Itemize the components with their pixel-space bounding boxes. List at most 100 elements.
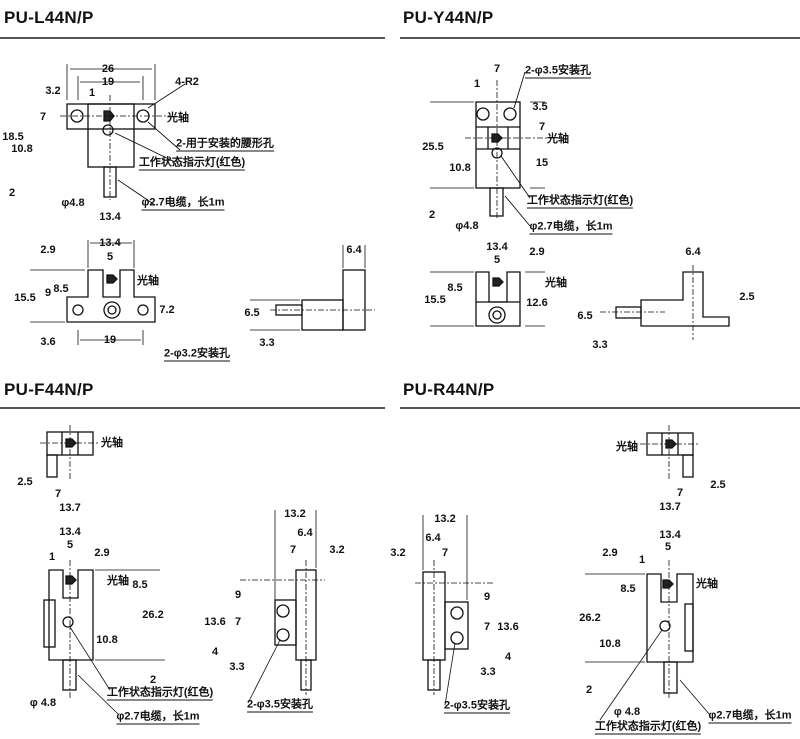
dimension-label: 8.5 [132, 579, 148, 591]
dimension-label: 5 [664, 541, 672, 553]
dimension-label: 13.6 [497, 621, 519, 633]
dimension-label: 7 [54, 488, 62, 500]
dimension-label: 8.5 [620, 583, 636, 595]
dimension-label: 3.5 [532, 101, 548, 113]
y44-bottom-view [430, 271, 545, 327]
callout-label: φ2.7电缆，长1m [141, 194, 225, 211]
dimension-label: 13.4 [99, 211, 121, 223]
dimension-label: 3.6 [40, 336, 56, 348]
dimension-label: 2.5 [710, 479, 726, 491]
callout-label: 工作状态指示灯(红色) [106, 684, 214, 701]
callout-label: 2-φ3.5安装孔 [444, 697, 510, 714]
callout-label: 工作状态指示灯(红色) [526, 192, 634, 209]
callout-label: 工作状态指示灯(红色) [138, 154, 246, 171]
f44-front-view [43, 560, 165, 715]
dimension-label: 3.3 [259, 337, 275, 349]
dimension-label: 10.8 [11, 143, 33, 155]
dimension-label: 13.4 [486, 241, 508, 253]
optical-axis-label: 光轴 [137, 275, 159, 287]
f44-side-view [240, 510, 325, 704]
callout-label: φ2.7电缆，长1m [116, 708, 200, 725]
dimension-label: 3.2 [329, 544, 345, 556]
dimension-label: 7 [493, 63, 501, 75]
dimension-label: 1 [473, 78, 481, 90]
callout-label: 2-φ3.5安装孔 [525, 62, 591, 79]
dimension-label: 2.9 [529, 246, 545, 258]
dimension-label: 2 [428, 209, 436, 221]
dimension-label: φ 4.8 [613, 706, 641, 718]
section-title-pu-l44: PU-L44N/P [4, 8, 94, 27]
dimension-label: 10.8 [96, 634, 118, 646]
dimension-label: φ4.8 [455, 220, 479, 232]
callout-label: 2-用于安装的腰形孔 [176, 135, 274, 152]
callout-label: φ2.7电缆，长1m [708, 707, 792, 724]
dimension-label: 19 [101, 76, 115, 88]
optical-axis-label: 光轴 [101, 437, 123, 449]
dimension-label: 9 [44, 287, 52, 299]
section-divider [0, 407, 385, 409]
l44-side-view [250, 245, 375, 331]
dimension-label: 6.4 [425, 532, 441, 544]
dimension-label: 2.5 [17, 476, 33, 488]
optical-axis-label: 光轴 [616, 441, 638, 453]
f44-top-view [40, 425, 100, 480]
section-title-pu-r44: PU-R44N/P [403, 380, 495, 399]
dimension-label: 2.9 [602, 547, 618, 559]
dimension-label: 15 [535, 157, 549, 169]
dimension-label: 9 [483, 591, 491, 603]
dimension-label: 15.5 [14, 292, 36, 304]
y44-side-view [600, 265, 730, 340]
dimension-label: 10.8 [599, 638, 621, 650]
dimension-label: φ 4.8 [29, 697, 57, 709]
l44-front-view [60, 64, 186, 206]
dimension-label: 3.2 [390, 547, 406, 559]
dimension-label: 2.5 [739, 291, 755, 303]
callout-label: 2-φ3.5安装孔 [247, 696, 313, 713]
dimension-label: 13.4 [659, 529, 681, 541]
dimension-label: 13.7 [659, 501, 681, 513]
dimension-label: 7.2 [159, 304, 175, 316]
dimension-label: 6.5 [577, 310, 593, 322]
dimension-label: 19 [103, 334, 117, 346]
r44-top-view [640, 425, 700, 480]
dimension-label: 3.2 [45, 85, 61, 97]
dimension-label: 7 [441, 547, 449, 559]
dimension-label: 6.4 [685, 246, 701, 258]
section-divider [0, 37, 385, 39]
dimension-label: 26 [101, 63, 115, 75]
dimension-label: 6.5 [244, 307, 260, 319]
r44-front-view [585, 560, 711, 721]
dimension-label: 2 [149, 674, 157, 686]
dimension-label: 13.2 [284, 508, 306, 520]
dimension-label: 26.2 [142, 609, 164, 621]
dimension-label: 7 [676, 487, 684, 499]
dimension-label: 3.3 [592, 339, 608, 351]
dimension-label: 9 [234, 589, 242, 601]
dimension-label: 2.9 [40, 244, 56, 256]
dimension-label: 1 [88, 87, 96, 99]
dimension-label: 4-R2 [175, 76, 199, 88]
section-title-pu-f44: PU-F44N/P [4, 380, 94, 399]
dimension-label: 12.6 [526, 297, 548, 309]
dimension-label: 13.4 [99, 237, 121, 249]
section-divider [400, 407, 800, 409]
dimension-label: 5 [66, 539, 74, 551]
dimension-label: 2.9 [94, 547, 110, 559]
optical-axis-label: 光轴 [167, 112, 189, 124]
y44-front-view [430, 71, 560, 227]
dimension-label: 6.4 [346, 244, 362, 256]
dimension-label: 15.5 [424, 294, 446, 306]
dimension-label: 13.7 [59, 502, 81, 514]
dimension-label: 3.3 [480, 666, 496, 678]
dimension-label: 18.5 [2, 131, 24, 143]
dimension-label: 7 [483, 621, 491, 633]
dimension-label: 10.8 [449, 162, 471, 174]
optical-axis-label: 光轴 [107, 575, 129, 587]
dimension-label: 6.4 [297, 527, 313, 539]
r44-side-view [415, 515, 495, 706]
dimension-label: 7 [538, 121, 546, 133]
dimension-label: 13.6 [204, 616, 226, 628]
dimension-label: 5 [106, 251, 114, 263]
